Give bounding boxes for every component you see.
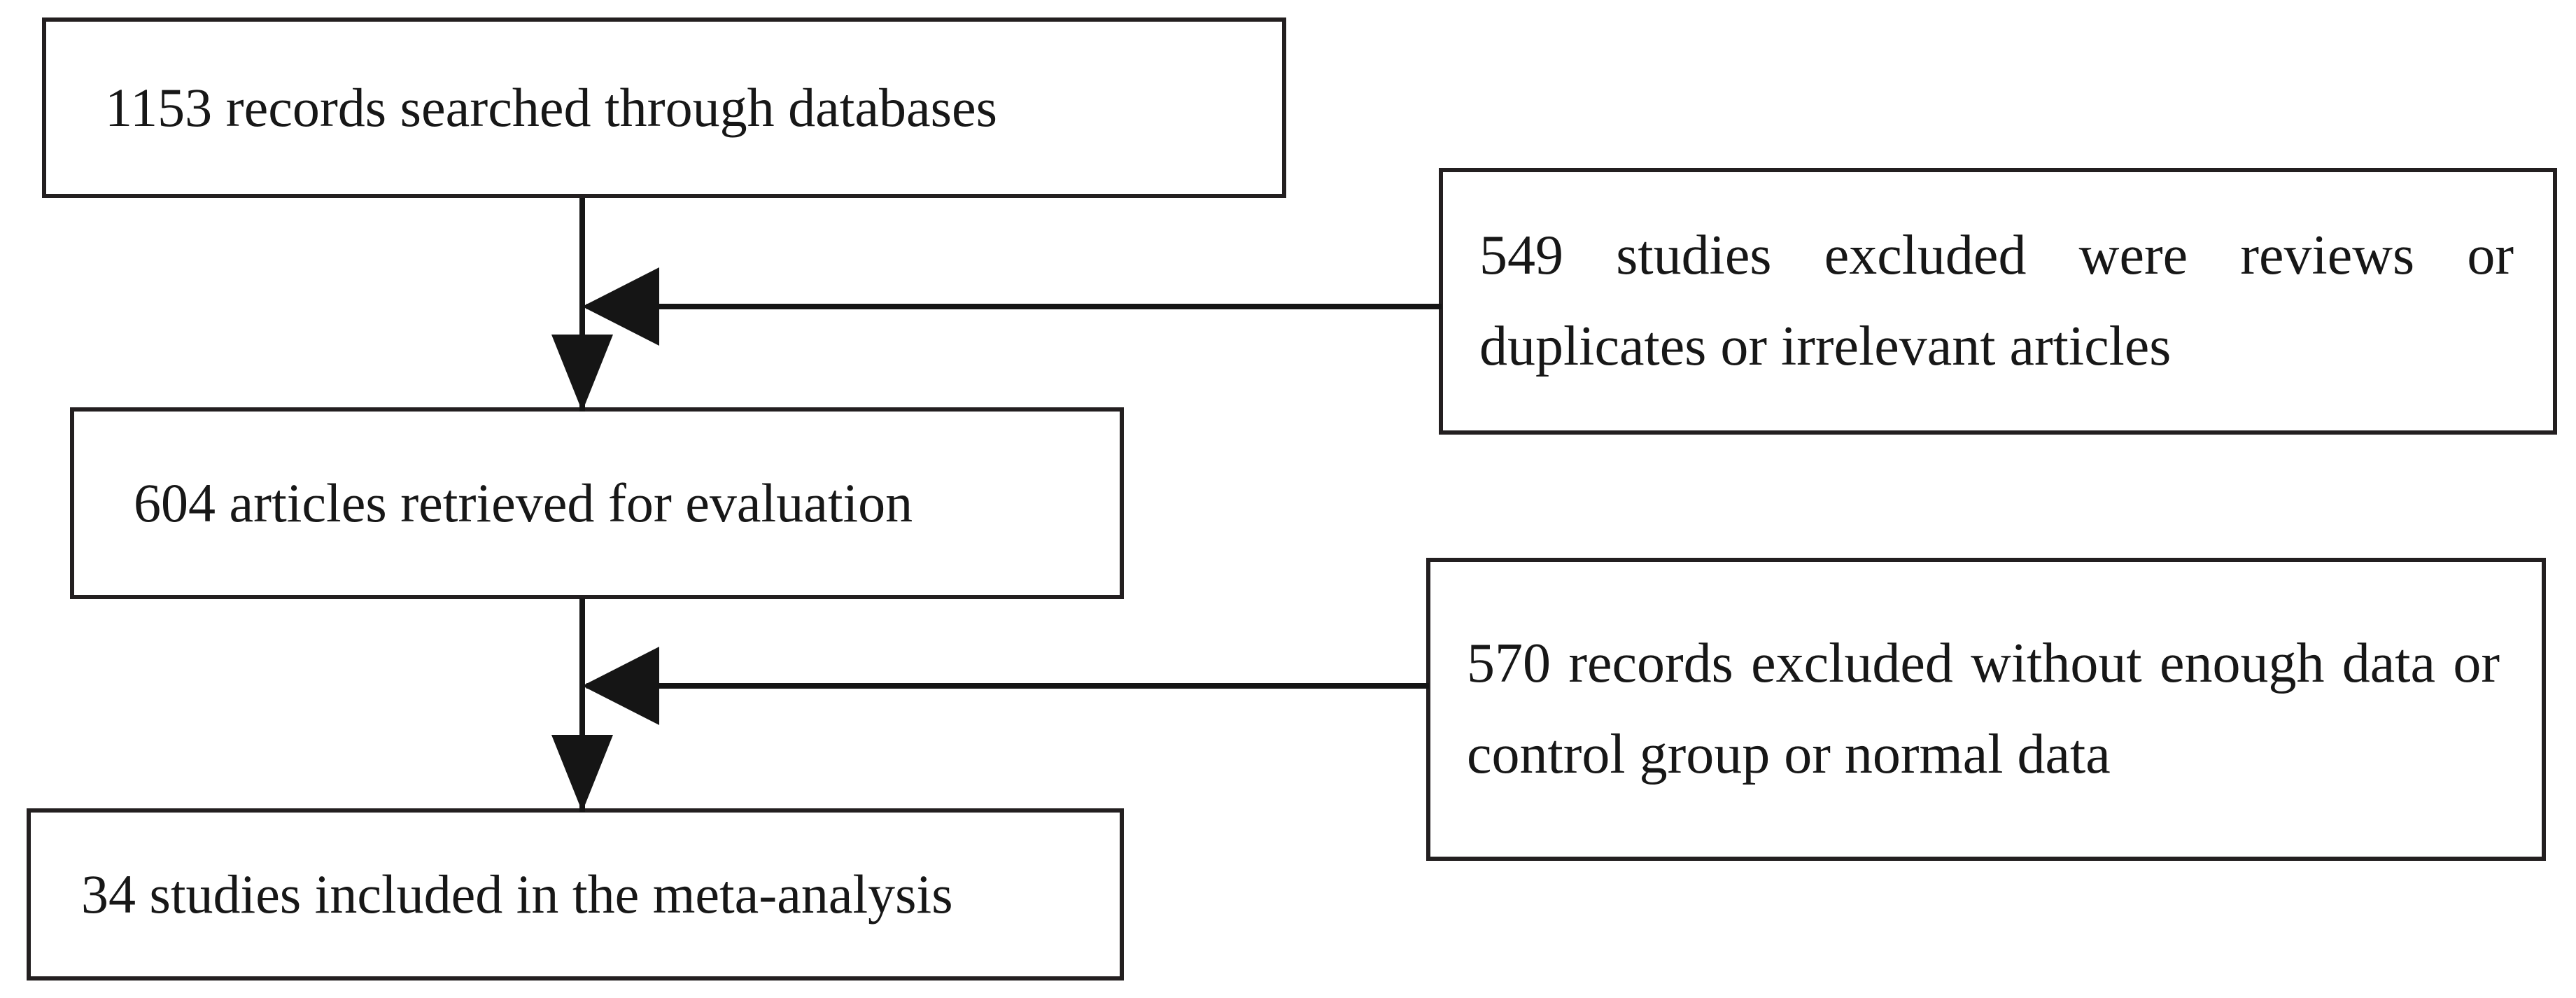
arrowhead-down-icon-retrieved-to-included [551, 735, 613, 812]
arrowhead-down-icon-records-to-retrieved [551, 335, 613, 412]
node-records-searched: 1153 records searched through databases [42, 17, 1286, 198]
node-excluded-insufficient-data-label: 570 records excluded without enough data… [1467, 632, 2500, 785]
arrowhead-left-icon-exclusion-insufficient-data [582, 647, 659, 725]
node-articles-retrieved: 604 articles retrieved for evaluation [70, 407, 1124, 599]
node-articles-retrieved-label: 604 articles retrieved for evaluation [134, 472, 913, 533]
node-excluded-insufficient-data: 570 records excluded without enough data… [1426, 558, 2546, 861]
arrowhead-left-icon-exclusion-reviews-duplicates [582, 267, 659, 346]
node-studies-included-label: 34 studies included in the meta-analysis [81, 864, 953, 925]
node-excluded-reviews-duplicates-label: 549 studies excluded were reviews or dup… [1479, 224, 2514, 377]
connector-exclusion-reviews-duplicates [586, 304, 1442, 309]
connector-exclusion-insufficient-data [586, 683, 1429, 689]
node-excluded-reviews-duplicates: 549 studies excluded were reviews or dup… [1439, 168, 2557, 435]
node-studies-included: 34 studies included in the meta-analysis [27, 808, 1124, 981]
node-records-searched-label: 1153 records searched through databases [105, 77, 997, 138]
